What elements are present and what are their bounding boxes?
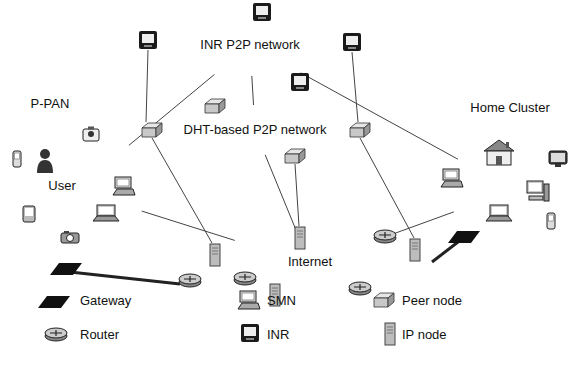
connector-line — [265, 155, 297, 234]
legend-text: SMN — [267, 293, 296, 309]
cluster-circle-outline — [450, 126, 578, 254]
wire — [146, 50, 414, 243]
connector-line — [301, 73, 458, 159]
legend-item: IP node — [402, 327, 447, 343]
smn-icon — [113, 169, 463, 195]
router-icon — [179, 230, 396, 295]
network-ellipse: INR P2P network — [135, 14, 365, 76]
connector-line — [142, 211, 235, 240]
inr-icon — [139, 3, 361, 91]
legend-item: SMN — [267, 293, 296, 309]
network-label: DHT-based P2P network — [184, 122, 327, 138]
label-box: User — [48, 178, 75, 194]
cluster-heading: Home Cluster — [470, 100, 549, 116]
network-ellipse: DHT-based P2P network — [144, 105, 367, 155]
network-label: Internet — [288, 254, 332, 270]
legend-text: INR — [267, 327, 289, 343]
cluster-circle: Home Cluster — [450, 126, 578, 254]
legend-text: IP node — [402, 327, 447, 343]
internet-cloud: Internet — [175, 226, 445, 298]
gateway-link — [70, 242, 458, 284]
legend-text: Gateway — [80, 293, 131, 309]
legend-item: Router — [80, 327, 119, 343]
legend-item: Gateway — [80, 293, 131, 309]
legend-text: Router — [80, 327, 119, 343]
peer-icon — [142, 99, 370, 163]
legend-item: Peer node — [402, 293, 462, 309]
legend-text: Peer node — [402, 293, 462, 309]
connector-line — [252, 76, 254, 105]
network-label: INR P2P network — [200, 37, 299, 53]
cluster-heading: P-PAN — [31, 96, 70, 112]
device-icon — [13, 127, 567, 244]
user-label: User — [48, 178, 75, 194]
legend-item: INR — [267, 327, 289, 343]
legend-icon — [38, 291, 395, 345]
gateway-icon — [50, 231, 480, 275]
